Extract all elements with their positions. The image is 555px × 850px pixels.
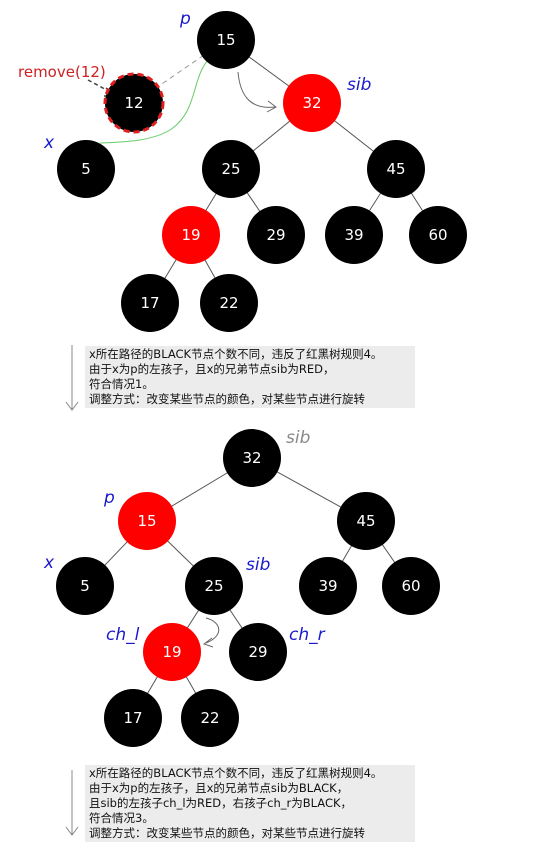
node-17: 17 [121,274,179,332]
node-45-b: 45 [337,492,395,550]
bottom-tree-nodes: 32 15 45 5 25 39 60 19 [56,429,440,747]
remove-label: remove(12) [18,63,106,81]
node-19-b: 19 [143,623,201,681]
rotation-arrow-top [237,71,277,113]
node-32-label: 32 [302,94,321,112]
node-60-b-label: 60 [401,577,420,595]
node-29: 29 [247,206,305,264]
note-line: 由于x为p的左孩子，且x的兄弟节点sib为RED， [89,362,335,376]
note-line: x所在路径的BLACK节点个数不同，违反了红黑树规则4。 [89,766,383,780]
note-line: 调整方式：改变某些节点的颜色，对某些节点进行旋转 [89,826,365,840]
relink-curve [99,55,213,144]
node-15-b: 15 [118,492,176,550]
node-25: 25 [202,140,260,198]
note-line: 由于x为p的左孩子，且x的兄弟节点sib为BLACK， [89,781,349,795]
node-29-b: 29 [229,623,287,681]
node-12-removed: 12 [103,72,165,134]
node-29-label: 29 [266,226,285,244]
node-22: 22 [200,274,258,332]
node-17-label: 17 [140,294,159,312]
note-line: 符合情况1。 [89,377,154,391]
note-line: 符合情况3。 [89,811,154,825]
note-line: 且sib的左孩子ch_l为RED，右孩子ch_r为BLACK， [89,796,353,810]
node-15-label: 15 [216,31,235,49]
node-17-b-label: 17 [123,709,142,727]
node-19-b-label: 19 [162,643,181,661]
node-5-label: 5 [81,160,91,178]
node-19: 19 [162,206,220,264]
node-45: 45 [367,140,425,198]
node-39: 39 [325,206,383,264]
node-32-b: 32 [223,429,281,487]
node-12-label: 12 [124,94,143,112]
case-note-top: x所在路径的BLACK节点个数不同，违反了红黑树规则4。 由于x为p的左孩子，且… [85,346,415,408]
note-line: x所在路径的BLACK节点个数不同，违反了红黑树规则4。 [89,347,383,361]
top-tree-nodes: 15 12 32 5 25 45 19 29 [57,11,467,332]
node-5: 5 [57,140,115,198]
node-17-b: 17 [104,689,162,747]
tag-ch-r: ch_r [289,625,326,645]
node-15-b-label: 15 [137,512,156,530]
node-25-b-label: 25 [204,577,223,595]
node-39-b: 39 [299,557,357,615]
node-45-b-label: 45 [356,512,375,530]
node-22-b-label: 22 [200,709,219,727]
tag-p-top: p [179,9,191,29]
node-60-label: 60 [428,226,447,244]
node-25-b: 25 [185,557,243,615]
tag-sib-top: sib [347,75,371,95]
note-arrow-bottom [65,770,79,836]
rotation-arrow-bottom [202,617,220,648]
node-39-label: 39 [344,226,363,244]
note-line: 调整方式：改变某些节点的颜色，对某些节点进行旋转 [89,392,365,406]
node-32-b-label: 32 [242,449,261,467]
node-60-b: 60 [382,557,440,615]
node-22-label: 22 [219,294,238,312]
node-32: 32 [283,74,341,132]
node-29-b-label: 29 [248,643,267,661]
node-15: 15 [197,11,255,69]
node-60: 60 [409,206,467,264]
node-39-b-label: 39 [318,577,337,595]
node-19-label: 19 [181,226,200,244]
node-5-b-label: 5 [80,577,90,595]
tag-sib-root: sib [286,428,310,448]
tag-ch-l: ch_l [106,625,140,645]
node-45-label: 45 [386,160,405,178]
tag-x-bottom: x [43,553,55,573]
tag-x-top: x [43,133,55,153]
tag-sib-bottom: sib [246,555,270,575]
note-arrow-top [65,345,79,411]
node-25-label: 25 [221,160,240,178]
case-note-bottom: x所在路径的BLACK节点个数不同，违反了红黑树规则4。 由于x为p的左孩子，且… [85,765,415,842]
tag-p-bottom: p [103,488,115,508]
node-22-b: 22 [181,689,239,747]
node-5-b: 5 [56,557,114,615]
